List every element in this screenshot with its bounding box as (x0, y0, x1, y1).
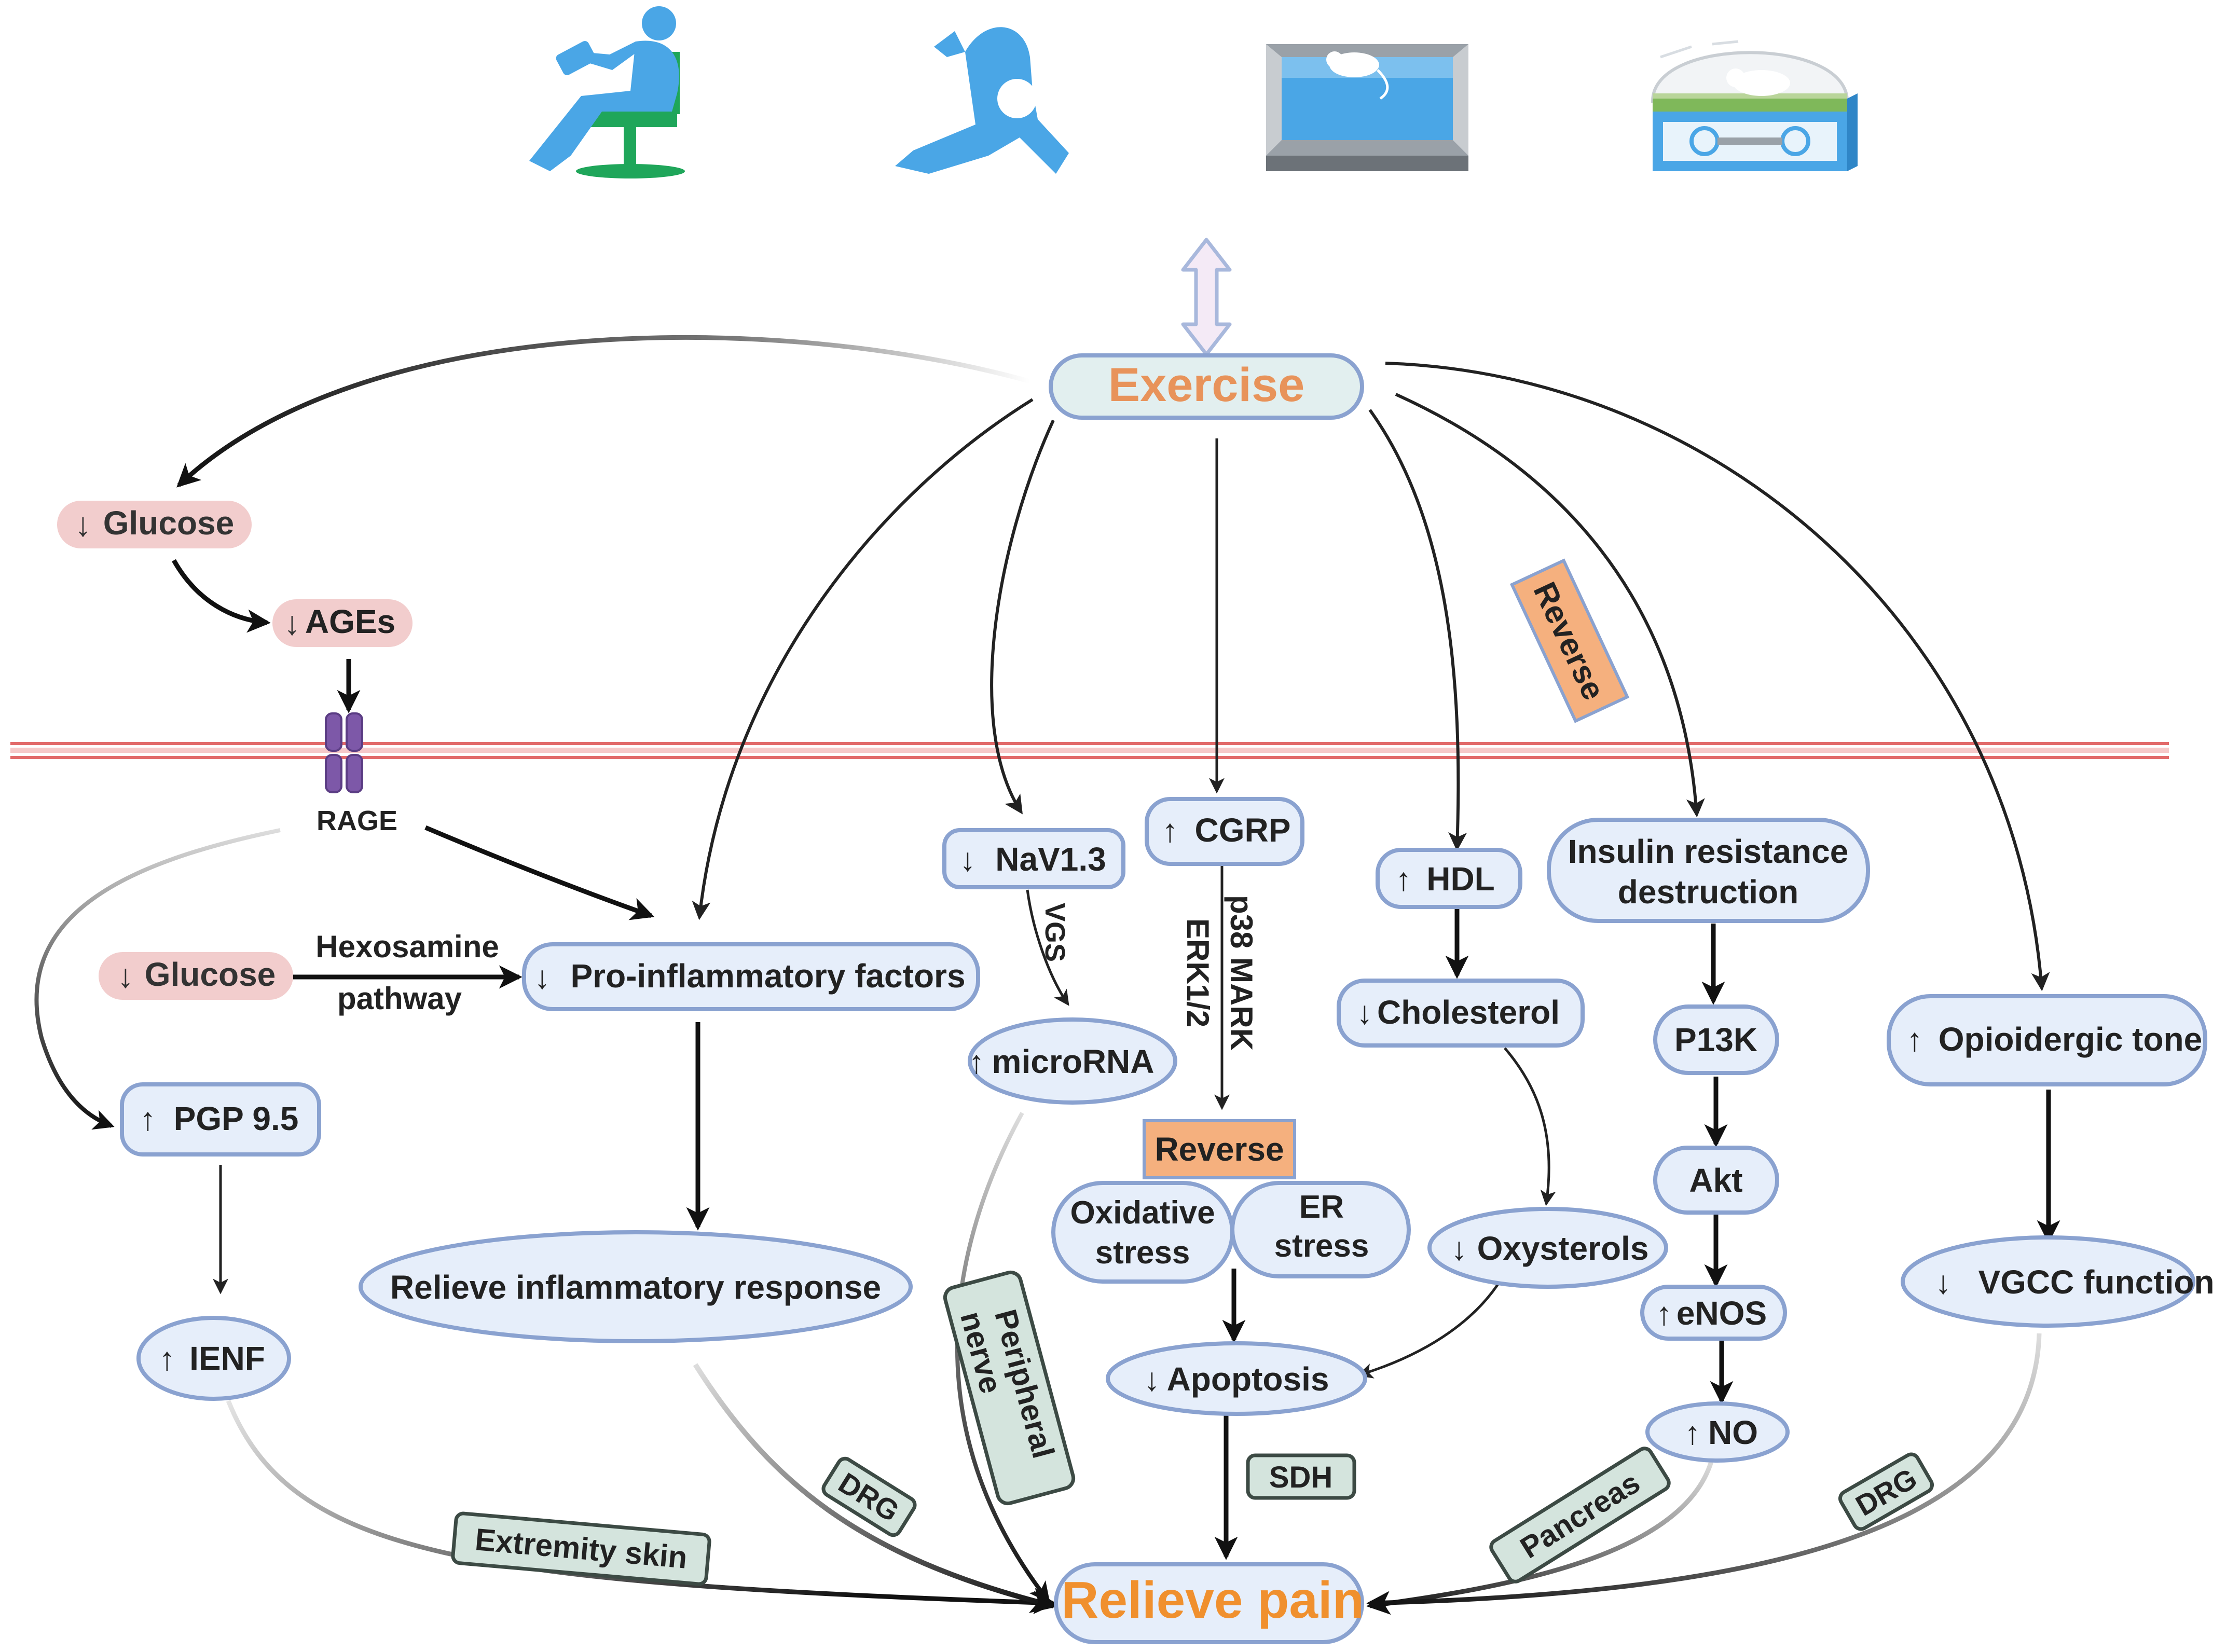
vgcc-label: VGCC function (1978, 1263, 2214, 1301)
hexosamine-label-line1: Hexosamine (315, 929, 499, 964)
node-microrna: ↑ microRNA (968, 1017, 1177, 1105)
node-hdl: ↑ HDL (1376, 848, 1522, 909)
opioidergic-label: Opioidergic tone (1939, 1021, 2202, 1058)
node-ages: ↓ AGEs (272, 599, 413, 647)
tissue-peripheral-nerve: Peripheral nerve (943, 1270, 1076, 1506)
node-relieve-pain: Relieve pain (1054, 1562, 1364, 1644)
cgrp-label: CGRP (1195, 811, 1291, 849)
node-er-stress: ER stress (1230, 1181, 1411, 1278)
node-akt: Akt (1653, 1146, 1779, 1215)
insulin-label-line1: Insulin resistance (1568, 833, 1849, 870)
node-apoptosis: ↓ Apoptosis (1106, 1341, 1367, 1416)
down-arrow-icon: ↓ (1357, 995, 1373, 1031)
er-label-line2: stress (1274, 1228, 1369, 1264)
tissue-drg-left: DRG (821, 1456, 917, 1537)
tissue-drg-right: DRG (1838, 1452, 1934, 1531)
er-label-line1: ER (1299, 1189, 1344, 1225)
node-enos: ↑ eNOS (1640, 1285, 1787, 1341)
tissue-extremity-skin: Extremity skin (451, 1511, 711, 1586)
down-arrow-icon: ↓ (117, 957, 134, 995)
node-p13k: P13K (1653, 1004, 1779, 1075)
node-pgp: ↑ PGP 9.5 (120, 1082, 321, 1157)
treadmill-mouse-icon (1651, 40, 1858, 171)
up-arrow-icon: ↑ (969, 1044, 985, 1080)
node-vgcc: ↓ VGCC function (1901, 1235, 2215, 1328)
node-reverse-top: Reverse (1509, 558, 1630, 723)
down-arrow-icon: ↓ (1144, 1362, 1160, 1398)
enos-label: eNOS (1676, 1295, 1767, 1332)
node-exercise: Exercise (1049, 353, 1364, 420)
relieve-inflammatory-label: Relieve inflammatory response (390, 1269, 881, 1306)
rage-label: RAGE (317, 805, 397, 836)
double-arrow-icon (1181, 238, 1232, 356)
node-oxysterols: ↓ Oxysterols (1427, 1207, 1668, 1289)
p38-label: p38 MARK (1224, 895, 1259, 1051)
node-insulin: Insulin resistance destruction (1547, 818, 1870, 923)
insulin-label-line2: destruction (1618, 873, 1798, 911)
down-arrow-icon: ↓ (284, 604, 300, 642)
swimming-mouse-icon (1266, 44, 1468, 171)
glucose-mid-label: Glucose (145, 956, 276, 993)
node-opioidergic: ↑ Opioidergic tone (1887, 994, 2207, 1086)
down-arrow-icon: ↓ (1451, 1231, 1467, 1267)
pro-inflammatory-label: Pro-inflammatory factors (570, 957, 965, 995)
rage-receptor-icon (325, 712, 363, 793)
node-cholesterol: ↓ Cholesterol (1337, 979, 1585, 1048)
node-ienf: ↑ IENF (136, 1316, 291, 1401)
up-arrow-icon: ↑ (1656, 1296, 1672, 1332)
down-arrow-icon: ↓ (75, 506, 91, 543)
up-arrow-icon: ↑ (1685, 1415, 1701, 1451)
pgp-label: PGP 9.5 (174, 1100, 299, 1137)
up-arrow-icon: ↑ (1162, 813, 1178, 849)
hexosamine-label-line2: pathway (337, 981, 462, 1016)
node-nav: ↓ NaV1.3 (942, 828, 1125, 889)
akt-label: Akt (1689, 1162, 1742, 1199)
ages-label: AGEs (305, 603, 395, 640)
no-label: NO (1708, 1414, 1758, 1451)
ienf-label: IENF (189, 1340, 265, 1377)
reverse-mid-label: Reverse (1155, 1131, 1284, 1168)
tissue-sdh: SDH (1246, 1453, 1356, 1500)
up-arrow-icon: ↑ (159, 1341, 175, 1377)
node-glucose-top: ↓ Glucose (57, 501, 252, 548)
up-arrow-icon: ↑ (1907, 1022, 1923, 1058)
oxidative-label-line1: Oxidative (1070, 1195, 1215, 1231)
relieve-pain-label: Relieve pain (1061, 1571, 1364, 1629)
glucose-top-label: Glucose (103, 504, 235, 542)
resistance-exercise-icon (529, 6, 685, 178)
p13k-label: P13K (1674, 1021, 1757, 1058)
node-reverse-mid: Reverse (1143, 1119, 1296, 1179)
node-oxidative-stress: Oxidative stress (1051, 1181, 1234, 1284)
nav-label: NaV1.3 (995, 841, 1106, 878)
up-arrow-icon: ↑ (1396, 862, 1412, 898)
node-no: ↑ NO (1645, 1401, 1790, 1463)
oxidative-label-line2: stress (1095, 1235, 1190, 1271)
microrna-label: microRNA (992, 1043, 1155, 1080)
down-arrow-icon: ↓ (534, 960, 551, 996)
sdh-label: SDH (1269, 1461, 1332, 1494)
node-pro-inflammatory: ↓ Pro-inflammatory factors (522, 942, 980, 1011)
oxysterols-label: Oxysterols (1477, 1230, 1649, 1267)
node-cgrp: ↑ CGRP (1145, 797, 1304, 866)
up-arrow-icon: ↑ (140, 1102, 156, 1137)
exercise-label: Exercise (1108, 359, 1305, 411)
down-arrow-icon: ↓ (1935, 1265, 1952, 1301)
node-relieve-inflammatory: Relieve inflammatory response (359, 1230, 913, 1343)
cell-membrane (10, 742, 2169, 759)
vgs-label: VGS (1039, 903, 1070, 962)
down-arrow-icon: ↓ (960, 842, 976, 878)
cholesterol-label: Cholesterol (1377, 994, 1560, 1031)
erk-label: ERK1/2 (1180, 918, 1215, 1027)
apoptosis-label: Apoptosis (1167, 1360, 1329, 1398)
hdl-label: HDL (1426, 860, 1495, 898)
node-glucose-mid: ↓ Glucose (99, 952, 293, 1000)
aerobic-exercise-icon (895, 27, 1069, 174)
